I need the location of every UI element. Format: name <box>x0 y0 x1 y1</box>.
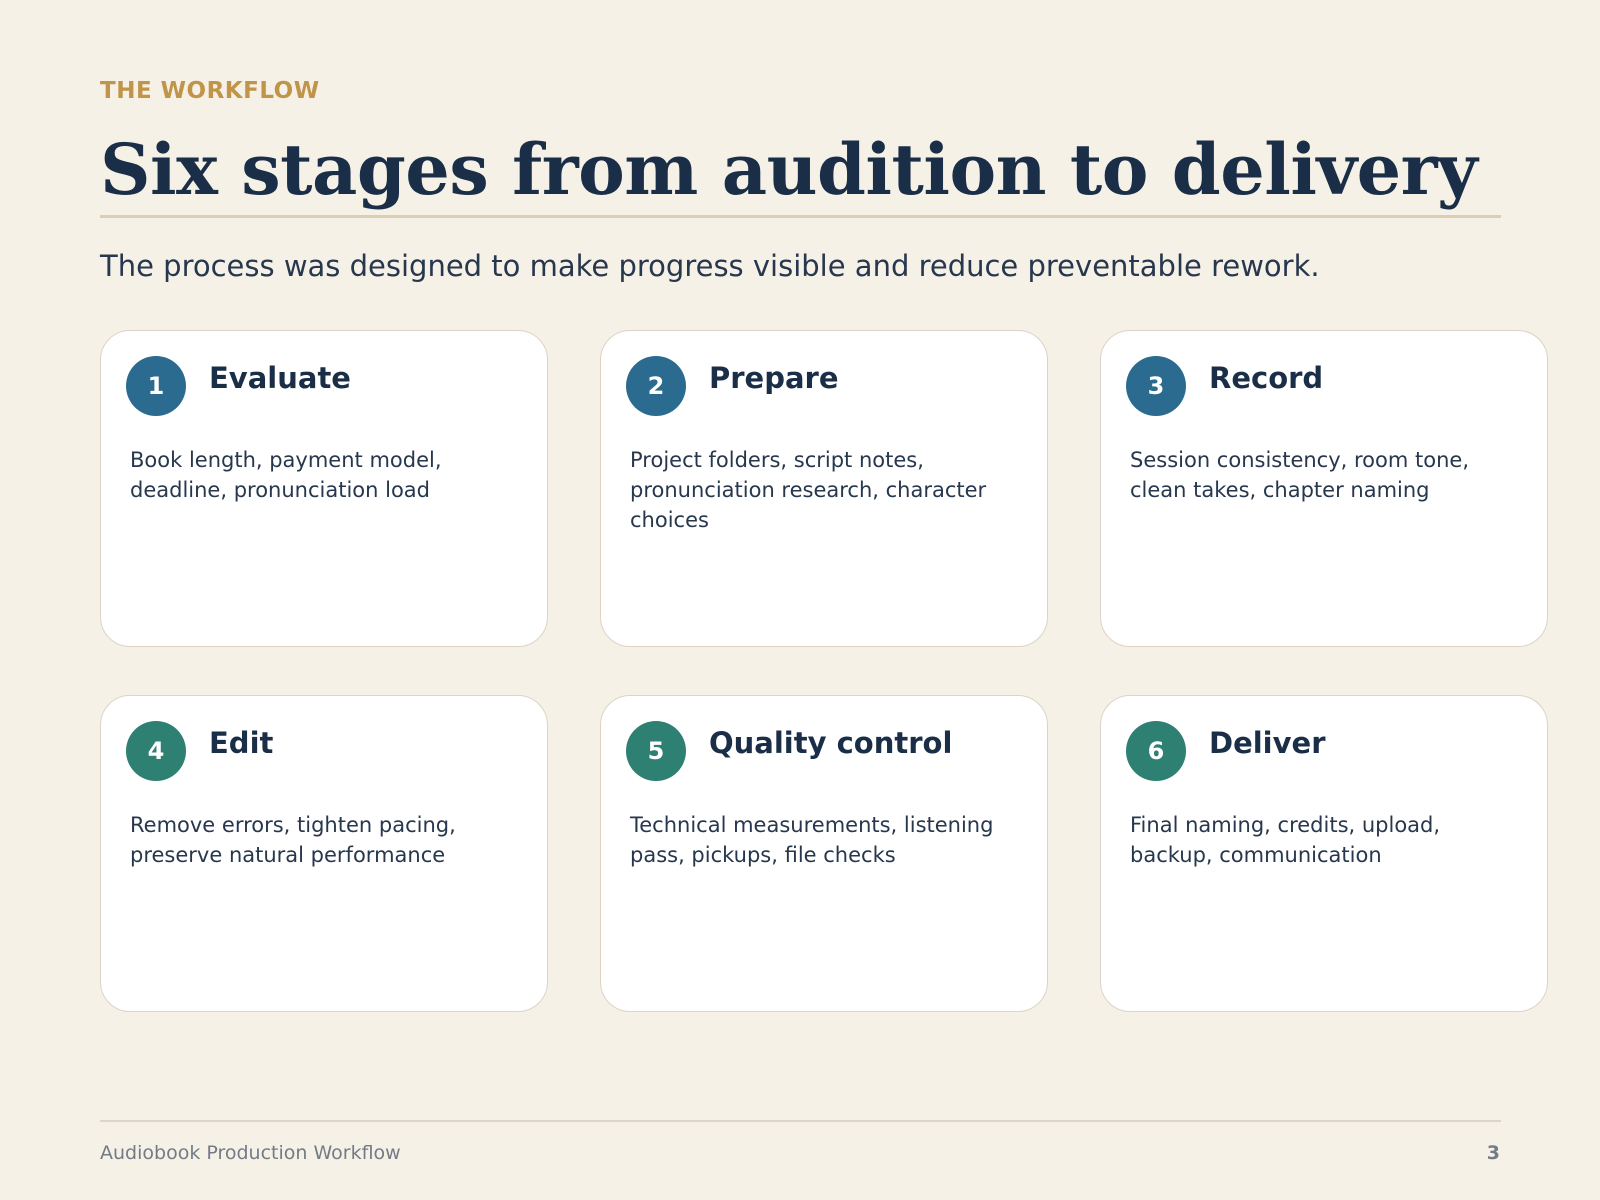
page-title: Six stages from audition to delivery <box>100 128 1478 211</box>
stage-number-badge: 5 <box>626 721 686 781</box>
stage-card-prepare: 2 Prepare Project folders, script notes,… <box>600 330 1048 647</box>
stage-title: Prepare <box>709 361 839 395</box>
footer-divider <box>100 1120 1501 1122</box>
stage-card-deliver: 6 Deliver Final naming, credits, upload,… <box>1100 695 1548 1012</box>
stage-description: Session consistency, room tone, clean ta… <box>1130 448 1469 502</box>
stage-number-badge: 2 <box>626 356 686 416</box>
footer-deck-title: Audiobook Production Workflow <box>100 1142 401 1164</box>
stage-card-evaluate: 1 Evaluate Book length, payment model, d… <box>100 330 548 647</box>
stage-description: Technical measurements, listening pass, … <box>630 813 994 867</box>
stage-description: Project folders, script notes, pronuncia… <box>630 448 987 532</box>
stage-card-quality-control: 5 Quality control Technical measurements… <box>600 695 1048 1012</box>
stage-number-badge: 6 <box>1126 721 1186 781</box>
stage-title: Edit <box>209 726 274 760</box>
stage-number-badge: 1 <box>126 356 186 416</box>
stage-card-record: 3 Record Session consistency, room tone,… <box>1100 330 1548 647</box>
stage-card-edit: 4 Edit Remove errors, tighten pacing, pr… <box>100 695 548 1012</box>
stage-description: Book length, payment model, deadline, pr… <box>130 448 442 502</box>
page-number: 3 <box>1486 1142 1500 1164</box>
section-eyebrow: THE WORKFLOW <box>100 78 320 104</box>
stage-description: Remove errors, tighten pacing, preserve … <box>130 813 456 867</box>
stage-number-badge: 4 <box>126 721 186 781</box>
stage-title: Quality control <box>709 726 953 760</box>
stage-title: Deliver <box>1209 726 1326 760</box>
title-divider <box>100 215 1501 218</box>
stage-number-badge: 3 <box>1126 356 1186 416</box>
stage-title: Evaluate <box>209 361 351 395</box>
stage-description: Final naming, credits, upload, backup, c… <box>1130 813 1441 867</box>
page-subtitle: The process was designed to make progres… <box>100 249 1320 283</box>
stage-title: Record <box>1209 361 1324 395</box>
